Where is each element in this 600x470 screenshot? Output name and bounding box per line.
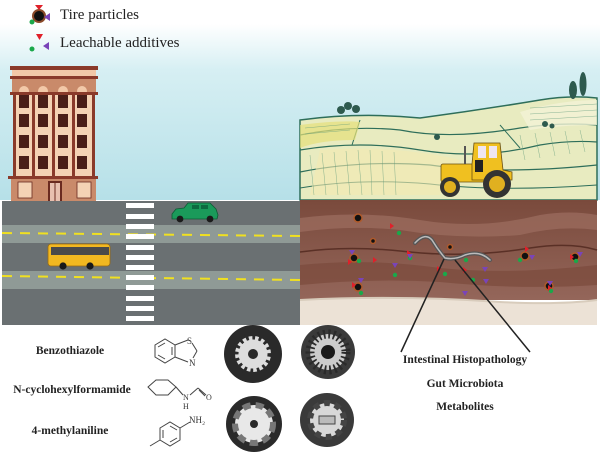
additive-red: [348, 259, 352, 265]
tire-particle: [520, 251, 530, 261]
additive-green: [396, 230, 402, 236]
benzothiazole-structure: [154, 338, 198, 364]
additive-green: [517, 257, 523, 263]
pointer-line-left: [400, 258, 445, 353]
atom-O: O: [206, 393, 212, 402]
tire-particle: [353, 282, 363, 292]
additive-purple: [462, 291, 468, 296]
additive-purple: [407, 254, 413, 259]
atom-NH2: NH₂: [189, 415, 205, 425]
additive-green: [392, 272, 398, 278]
tire-1: [224, 325, 282, 383]
atom-N: N: [183, 393, 189, 402]
additive-red: [352, 282, 356, 288]
additive-green: [358, 290, 364, 296]
crosswalk: [126, 203, 154, 321]
additive-purple: [529, 255, 535, 260]
additive-purple: [349, 250, 355, 255]
additive-green: [356, 258, 362, 264]
tire-4: [300, 393, 354, 447]
legend-item-tire-particles: Tire particles: [26, 4, 139, 26]
effect-gut-microbiota: Gut Microbiota: [426, 378, 504, 390]
tractor: [440, 142, 513, 198]
car: [171, 202, 219, 223]
additive-red: [525, 246, 529, 252]
chemical-benzothiazole: Benzothiazole: [35, 345, 105, 357]
chemical-n-cyclohexylformamide: N-cyclohexylformamide: [13, 384, 131, 396]
additive-purple: [547, 281, 553, 286]
additive-red: [390, 223, 394, 229]
farmland: [299, 72, 598, 201]
soil-cross-section: [299, 200, 598, 325]
chemical-4-methylaniline: 4-methylaniline: [31, 425, 109, 437]
effect-metabolites: Metabolites: [436, 401, 494, 413]
tire-particle: [353, 213, 363, 223]
legend-item-leachable-additives: Leachable additives: [26, 32, 180, 54]
additive-green: [442, 271, 448, 277]
additive-green: [548, 288, 554, 294]
additive-purple: [482, 267, 488, 272]
tire-particle: [349, 253, 359, 263]
additive-purple: [392, 263, 398, 268]
effect-intestinal-histopathology: Intestinal Histopathology: [402, 354, 528, 366]
n-cyclohexylformamide-structure: [147, 379, 207, 397]
additive-purple: [358, 278, 364, 283]
building: [8, 66, 98, 201]
pointer-line-right: [454, 259, 531, 353]
additive-red: [548, 285, 552, 291]
legend-label: Leachable additives: [60, 34, 180, 51]
additive-icon: [29, 34, 49, 52]
tire-particle-icon: [29, 5, 50, 25]
4-methylaniline-structure: [149, 421, 191, 447]
earthworm: [413, 234, 492, 262]
additive-green: [573, 258, 579, 264]
trees: [337, 72, 587, 140]
tire-particle: [369, 237, 377, 245]
legend-label: Tire particles: [60, 6, 140, 23]
atom-S: S: [187, 336, 192, 346]
additive-red: [373, 257, 377, 263]
bus: [47, 243, 111, 270]
additive-purple: [483, 279, 489, 284]
additive-purple: [577, 252, 583, 257]
tire-2: [301, 325, 355, 379]
additive-red: [570, 254, 574, 260]
additive-green: [463, 257, 469, 263]
tire-particle: [446, 243, 454, 251]
atom-H: H: [183, 402, 189, 411]
particles: [348, 213, 583, 296]
road: [1, 201, 301, 325]
tire-3: [226, 396, 282, 452]
atom-N: N: [189, 358, 196, 368]
